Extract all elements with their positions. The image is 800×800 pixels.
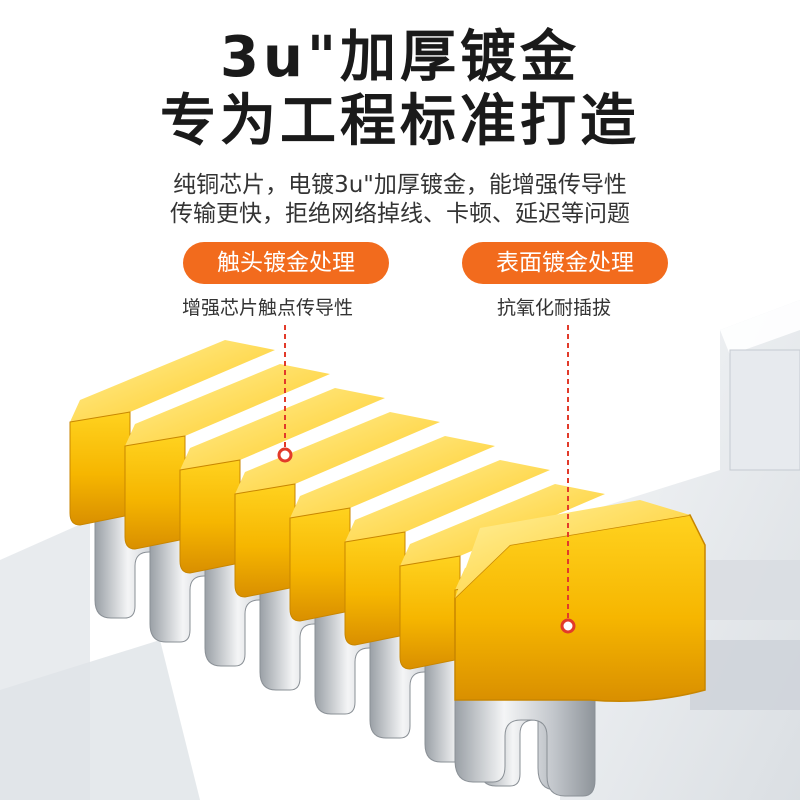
description-line-1: 纯铜芯片，电镀3u"加厚镀金，能增强传导性 — [173, 172, 627, 198]
contact-blade-front — [454, 500, 706, 797]
contact-pins — [69, 340, 706, 797]
callout-badge-contact-plating: 触头镀金处理 — [183, 242, 389, 284]
marker-dot-left — [277, 447, 293, 463]
description-line-2: 传输更快，拒绝网络掉线、卡顿、延迟等问题 — [170, 201, 630, 227]
callout-note-surface-plating: 抗氧化耐插拔 — [497, 297, 612, 319]
marker-dot-right — [560, 618, 576, 634]
headline-line-1: 3u"加厚镀金 — [219, 25, 580, 90]
headline-line-2: 专为工程标准打造 — [160, 89, 640, 154]
callout-badge-surface-plating: 表面镀金处理 — [462, 242, 668, 284]
callout-note-contact-plating: 增强芯片触点传导性 — [182, 297, 354, 319]
